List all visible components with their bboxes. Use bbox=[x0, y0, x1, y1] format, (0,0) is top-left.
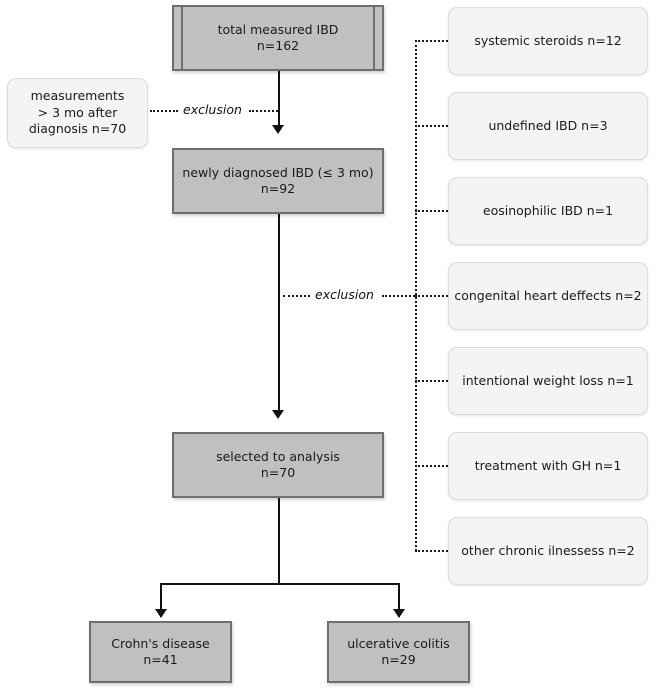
left-exclusion-line1: measurements bbox=[30, 88, 125, 104]
proc-bar-right bbox=[373, 7, 375, 69]
right-stub-5 bbox=[415, 380, 448, 382]
exclusion-label-2: exclusion bbox=[310, 287, 379, 302]
node-ulcerative-colitis: ulcerative colitis n=29 bbox=[327, 621, 470, 683]
right-stub-7 bbox=[415, 550, 448, 552]
node-exclusion-treatment-with-gh: treatment with GH n=1 bbox=[448, 432, 648, 500]
node-crohn-line2: n=41 bbox=[143, 652, 178, 667]
exclusion-text-6: treatment with GH n=1 bbox=[474, 457, 622, 473]
arrow-total-to-newly-line bbox=[278, 71, 280, 127]
dotted-exclusion2-segment-a bbox=[283, 295, 310, 297]
dotted-exclusion2-segment-b bbox=[382, 295, 415, 297]
fork-branch-left bbox=[160, 583, 162, 611]
node-selected-line2: n=70 bbox=[260, 465, 296, 480]
fork-branch-left-head bbox=[155, 609, 167, 618]
node-selected-to-analysis: selected to analysis n=70 bbox=[172, 432, 384, 498]
node-newly-diagnosed-ibd: newly diagnosed IBD (≤ 3 mo) n=92 bbox=[172, 148, 384, 214]
node-selected-line1: selected to analysis bbox=[216, 448, 340, 464]
node-uc-line2: n=29 bbox=[381, 652, 416, 667]
right-stub-6 bbox=[415, 465, 448, 467]
fork-branch-right bbox=[398, 583, 400, 611]
left-exclusion-line2: > 3 mo after bbox=[37, 104, 118, 120]
node-total-line2: n=162 bbox=[256, 38, 300, 53]
arrow-newly-to-selected-line bbox=[278, 214, 280, 412]
node-total-measured-ibd: total measured IBD n=162 bbox=[172, 5, 384, 71]
node-newly-line1: newly diagnosed IBD (≤ 3 mo) bbox=[182, 164, 374, 180]
right-stub-4 bbox=[415, 295, 448, 297]
fork-stem bbox=[278, 498, 280, 583]
proc-bar-left bbox=[181, 7, 183, 69]
node-total-line1: total measured IBD bbox=[217, 21, 339, 37]
dotted-left-exclusion-segment-a bbox=[150, 110, 178, 112]
right-stub-3 bbox=[415, 210, 448, 212]
left-exclusion-line3: diagnosis n=70 bbox=[28, 121, 127, 137]
node-newly-line2: n=92 bbox=[260, 181, 296, 196]
exclusion-text-4: congenital heart deffects n=2 bbox=[454, 287, 642, 303]
arrow-newly-to-selected-head bbox=[272, 410, 284, 419]
node-exclusion-systemic-steroids: systemic steroids n=12 bbox=[448, 7, 648, 75]
exclusion-text-2: undefined IBD n=3 bbox=[488, 117, 608, 133]
node-exclusion-undefined-ibd: undefined IBD n=3 bbox=[448, 92, 648, 160]
fork-crossbar bbox=[160, 583, 398, 585]
exclusion-text-7: other chronic ilnessess n=2 bbox=[461, 542, 635, 558]
fork-branch-right-head bbox=[393, 609, 405, 618]
node-exclusion-congenital-heart-defects: congenital heart deffects n=2 bbox=[448, 262, 648, 330]
dotted-left-exclusion-segment-b bbox=[249, 110, 278, 112]
right-stub-2 bbox=[415, 125, 448, 127]
right-stub-1 bbox=[415, 40, 448, 42]
node-exclusion-other-chronic-illnesses: other chronic ilnessess n=2 bbox=[448, 517, 648, 585]
exclusion-text-1: systemic steroids n=12 bbox=[474, 32, 622, 48]
node-crohns-disease: Crohn's disease n=41 bbox=[89, 621, 232, 683]
node-crohn-line1: Crohn's disease bbox=[111, 635, 210, 651]
exclusion-label-1: exclusion bbox=[178, 102, 247, 117]
exclusion-text-3: eosinophilic IBD n=1 bbox=[482, 202, 614, 218]
exclusion-text-5: intentional weight loss n=1 bbox=[462, 372, 634, 388]
node-uc-line1: ulcerative colitis bbox=[347, 635, 450, 651]
arrow-total-to-newly-head bbox=[272, 125, 284, 134]
node-exclusion-intentional-weight-loss: intentional weight loss n=1 bbox=[448, 347, 648, 415]
node-exclusion-eosinophilic-ibd: eosinophilic IBD n=1 bbox=[448, 177, 648, 245]
node-left-exclusion-measurements: measurements > 3 mo after diagnosis n=70 bbox=[7, 78, 148, 148]
